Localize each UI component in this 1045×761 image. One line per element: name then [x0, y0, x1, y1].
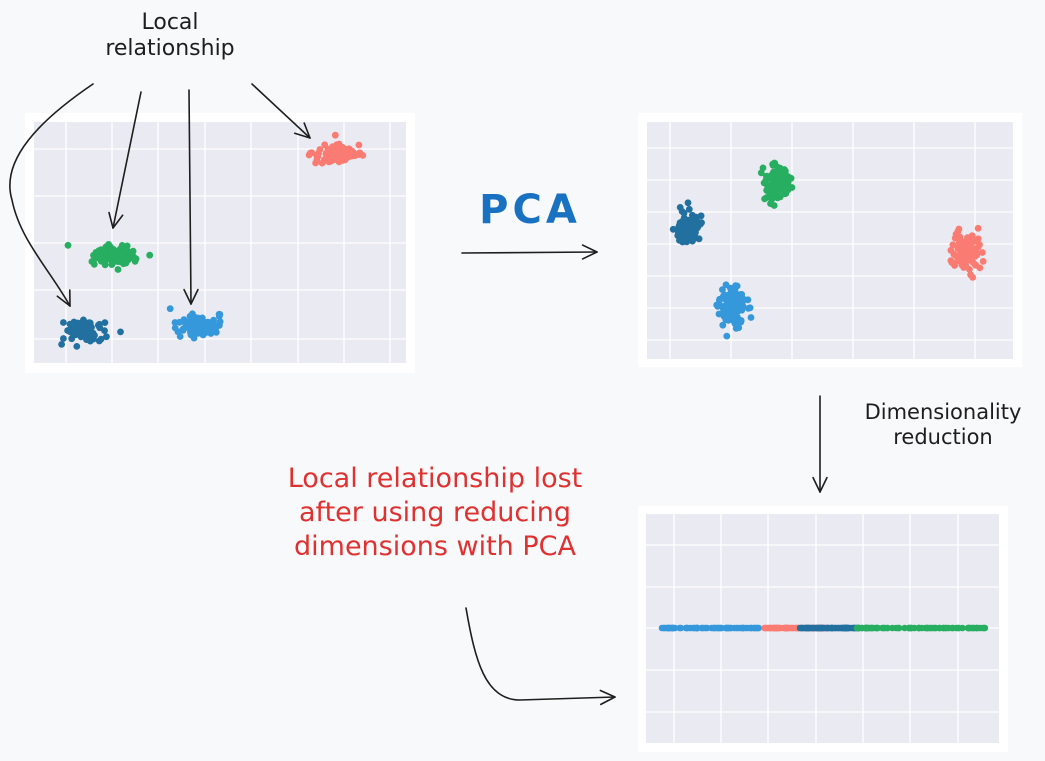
series-salmon: [947, 224, 987, 281]
local-relationship-label: Local relationship: [80, 10, 260, 63]
pca-1d-projection-panel: [638, 506, 1008, 752]
plot-area: [647, 122, 1013, 359]
note-line: after using reducing: [299, 496, 571, 528]
label-line: Local: [141, 10, 199, 35]
arrow-to-dark-blue-cluster: [9, 83, 94, 307]
note-line: Local relationship lost: [287, 463, 583, 494]
series-light_blue: [166, 305, 224, 342]
series-light_blue: [713, 281, 755, 340]
series-green: [757, 159, 796, 209]
pca-rotated-scatter-panel: [638, 113, 1022, 367]
arrow-to-green-cluster: [108, 91, 142, 229]
series-dark_blue: [796, 624, 871, 632]
original-scatter-panel: [25, 113, 415, 373]
series-dark_blue: [58, 316, 124, 350]
dimensionality-reduction-arrow: [812, 395, 828, 493]
pca-label: PCA: [479, 187, 581, 233]
label-line: relationship: [105, 36, 235, 62]
lost-relationship-note: Local relationship lost after using redu…: [240, 462, 630, 563]
series-dark_blue: [669, 199, 705, 246]
note-arrow: [465, 607, 616, 706]
arrow-to-light-blue-cluster: [183, 89, 199, 305]
series-salmon: [305, 131, 367, 167]
pca-arrow: [461, 244, 598, 260]
arrow-to-salmon-cluster: [251, 83, 311, 139]
series-green: [64, 241, 154, 273]
label-line: reduction: [893, 425, 993, 450]
note-line: dimensions with PCA: [294, 530, 576, 562]
series-light_blue: [660, 624, 762, 632]
dimensionality-reduction-label: Dimensionality reduction: [848, 400, 1038, 450]
label-line: Dimensionality: [864, 400, 1022, 424]
